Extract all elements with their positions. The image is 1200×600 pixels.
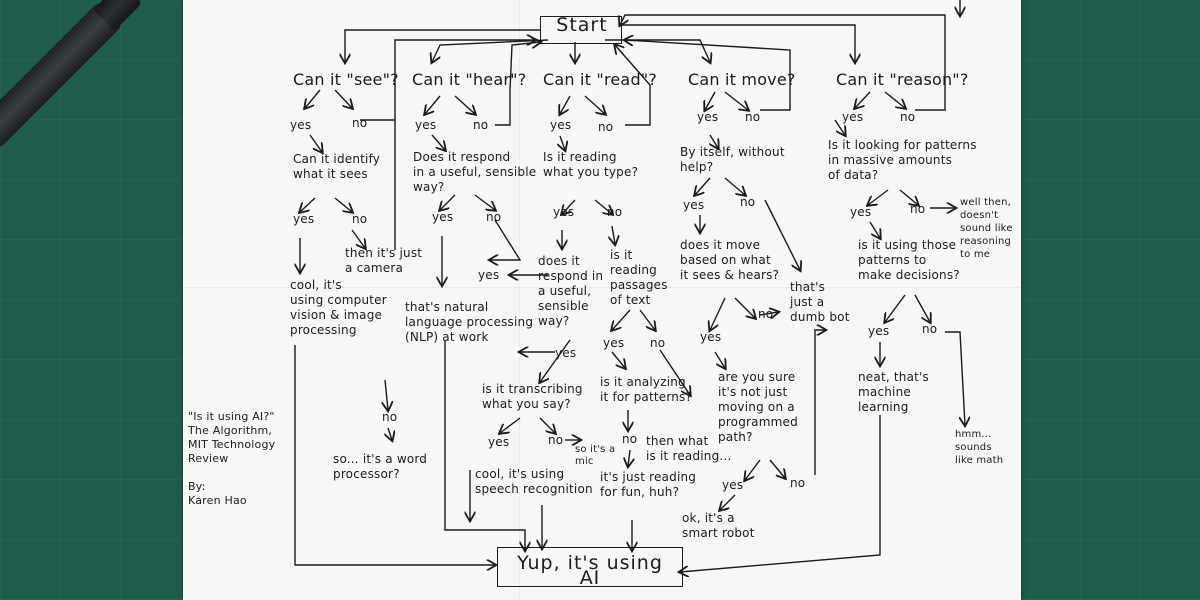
end-box <box>497 547 683 587</box>
credit-text: "Is it using AI?" The Algorithm, MIT Tec… <box>188 410 276 507</box>
transcribing-yes: yes <box>488 435 510 449</box>
what-reading-result: then what is it reading... <box>646 434 732 463</box>
reason-patterns-no: no <box>910 202 926 216</box>
question-hear: Can it "hear"? <box>412 70 527 89</box>
hear-no: no <box>473 118 489 132</box>
hear-yes: yes <box>415 118 437 132</box>
reason-decisions-no: no <box>922 322 938 336</box>
question-move: Can it move? <box>688 70 796 89</box>
paper-fold-vertical <box>519 0 520 600</box>
not-reasoning-result: well then, doesn't sound like reasoning … <box>960 197 1013 260</box>
path-no: no <box>790 476 806 490</box>
reason-patterns-question: Is it looking for patterns in massive am… <box>828 138 977 182</box>
passages-no: no <box>650 336 666 350</box>
read-respond-yes: yes <box>555 346 577 360</box>
paper-fold-horizontal <box>183 287 1021 288</box>
dumb-bot-result: that's just a dumb bot <box>790 280 850 324</box>
read-passages-question: is it reading passages of text <box>610 248 668 307</box>
move-itself-yes: yes <box>683 198 705 212</box>
analyzing-question: is it analyzing it for patterns? <box>600 375 693 404</box>
read-yes: yes <box>550 118 572 132</box>
move-based-yes: yes <box>700 330 722 344</box>
path-yes: yes <box>722 478 744 492</box>
end-label: Yup, it's using AI <box>517 552 663 589</box>
nlp-yes: yes <box>478 268 500 282</box>
see-computer-vision-result: cool, it's using computer vision & image… <box>290 278 387 337</box>
reason-no: no <box>900 110 916 124</box>
start-label: Start <box>556 14 608 36</box>
see-no: no <box>352 116 368 130</box>
hear-respond-question: Does it respond in a useful, sensible wa… <box>413 150 537 194</box>
read-type-no: no <box>607 205 623 219</box>
smart-robot-result: ok, it's a smart robot <box>682 511 755 540</box>
machine-learning-result: neat, that's machine learning <box>858 370 929 414</box>
programmed-path-question: are you sure it's not just moving on a p… <box>718 370 798 444</box>
see-identify-question: Can it identify what it sees <box>293 152 381 181</box>
reason-decisions-question: is it using those patterns to make decis… <box>858 238 960 282</box>
math-result: hmm... sounds like math <box>955 429 1004 466</box>
see-camera-result: then it's just a camera <box>345 246 423 275</box>
read-type-yes: yes <box>553 205 575 219</box>
question-reason: Can it "reason"? <box>836 70 969 89</box>
transcribing-no: no <box>548 433 564 447</box>
passages-yes: yes <box>603 336 625 350</box>
move-yes: yes <box>697 110 719 124</box>
read-respond-question: does it respond in a useful, sensible wa… <box>538 254 604 328</box>
word-processor-no: no <box>382 410 398 424</box>
reading-for-fun-result: it's just reading for fun, huh? <box>600 470 697 499</box>
read-no: no <box>598 120 614 134</box>
read-type-question: Is it reading what you type? <box>543 150 639 179</box>
reason-patterns-yes: yes <box>850 205 872 219</box>
hear-respond-yes: yes <box>432 210 454 224</box>
move-based-question: does it move based on what it sees & hea… <box>680 238 780 282</box>
transcribing-question: is it transcribing what you say? <box>482 382 583 411</box>
mic-result: so it's a mic <box>575 444 616 467</box>
question-see: Can it "see"? <box>293 70 399 89</box>
hear-respond-no: no <box>486 210 502 224</box>
analyzing-no: no <box>622 432 638 446</box>
reason-yes: yes <box>842 110 864 124</box>
reason-decisions-yes: yes <box>868 324 890 338</box>
speech-recognition-result: cool, it's using speech recognition <box>475 467 593 496</box>
nlp-result: that's natural language processing (NLP)… <box>405 300 534 344</box>
see-identify-no: no <box>352 212 368 226</box>
move-based-no: no <box>758 307 774 321</box>
question-read: Can it "read"? <box>543 70 658 89</box>
word-processor-result: so... it's a word processor? <box>333 452 428 481</box>
see-yes: yes <box>290 118 312 132</box>
start-box <box>540 16 622 44</box>
move-itself-no: no <box>740 195 756 209</box>
move-itself-question: By itself, without help? <box>680 145 785 174</box>
move-no: no <box>745 110 761 124</box>
see-identify-yes: yes <box>293 212 315 226</box>
